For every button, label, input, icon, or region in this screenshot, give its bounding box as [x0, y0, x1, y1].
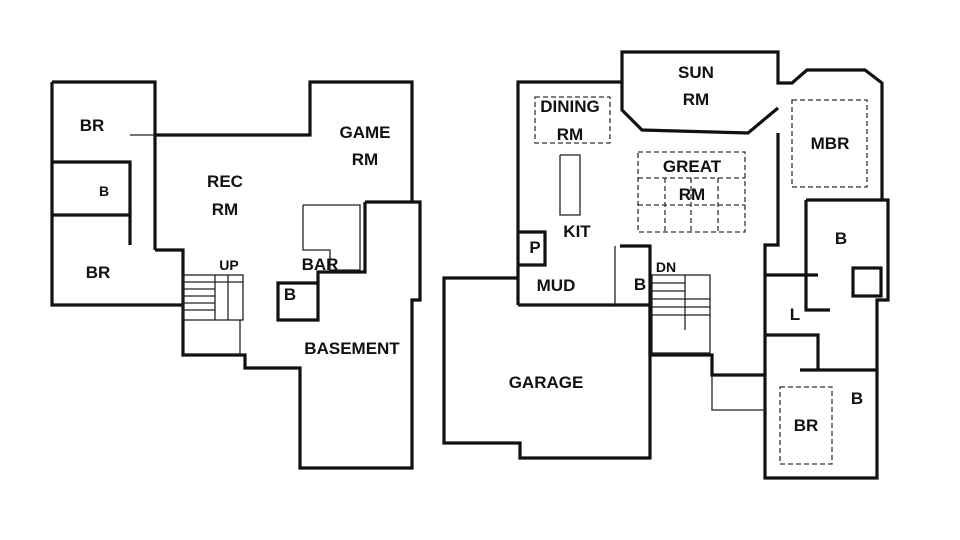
room-label-bath: B — [634, 275, 646, 294]
room-label-bath2: B — [851, 389, 863, 408]
room-label-garage: GARAGE — [509, 373, 584, 392]
room-label-sun-rm: RM — [683, 90, 709, 109]
room-label-sun: SUN — [678, 63, 714, 82]
room-label-br-top: BR — [80, 116, 105, 135]
room-label-basement: BASEMENT — [304, 339, 400, 358]
room-label-rec-rm: RM — [212, 200, 238, 219]
room-label-br: BR — [794, 416, 819, 435]
room-label-great-rm: RM — [679, 185, 705, 204]
main-interior-walls — [518, 154, 883, 372]
garage-wall — [442, 276, 652, 460]
room-label-mbr: MBR — [811, 134, 850, 153]
lower-level-plan: BR B BR REC RM GAME RM UP BAR B BASEMENT — [50, 80, 422, 470]
room-label-game: GAME — [340, 123, 391, 142]
room-label-rec: REC — [207, 172, 243, 191]
great-room-ceiling-grid — [637, 151, 746, 233]
room-label-pantry: P — [529, 238, 540, 257]
room-label-kit: KIT — [563, 222, 591, 241]
room-label-mud: MUD — [537, 276, 576, 295]
lower-interior-walls — [52, 134, 412, 355]
room-label-great: GREAT — [663, 157, 722, 176]
room-label-br-bottom: BR — [86, 263, 111, 282]
room-label-game-rm: RM — [352, 150, 378, 169]
room-label-bath2: B — [284, 285, 296, 304]
main-stairs — [651, 274, 711, 354]
br-outline — [779, 386, 833, 465]
stairs-up-label: UP — [219, 257, 238, 273]
room-label-dining: DINING — [540, 97, 600, 116]
room-label-bath: B — [99, 183, 109, 199]
main-outer-wall — [516, 50, 890, 480]
mbr-outline — [791, 99, 868, 188]
lower-outer-wall — [50, 80, 422, 470]
room-label-dining-rm: RM — [557, 125, 583, 144]
main-level-plan: DINING RM SUN RM GREAT RM MBR KIT P MUD … — [442, 50, 890, 480]
stairs-down-label: DN — [656, 259, 676, 275]
lower-stairs — [182, 274, 244, 321]
dining-outline — [534, 96, 611, 144]
room-label-bar: BAR — [302, 255, 339, 274]
room-label-master-bath: B — [835, 229, 847, 248]
room-label-laundry: L — [790, 305, 800, 324]
